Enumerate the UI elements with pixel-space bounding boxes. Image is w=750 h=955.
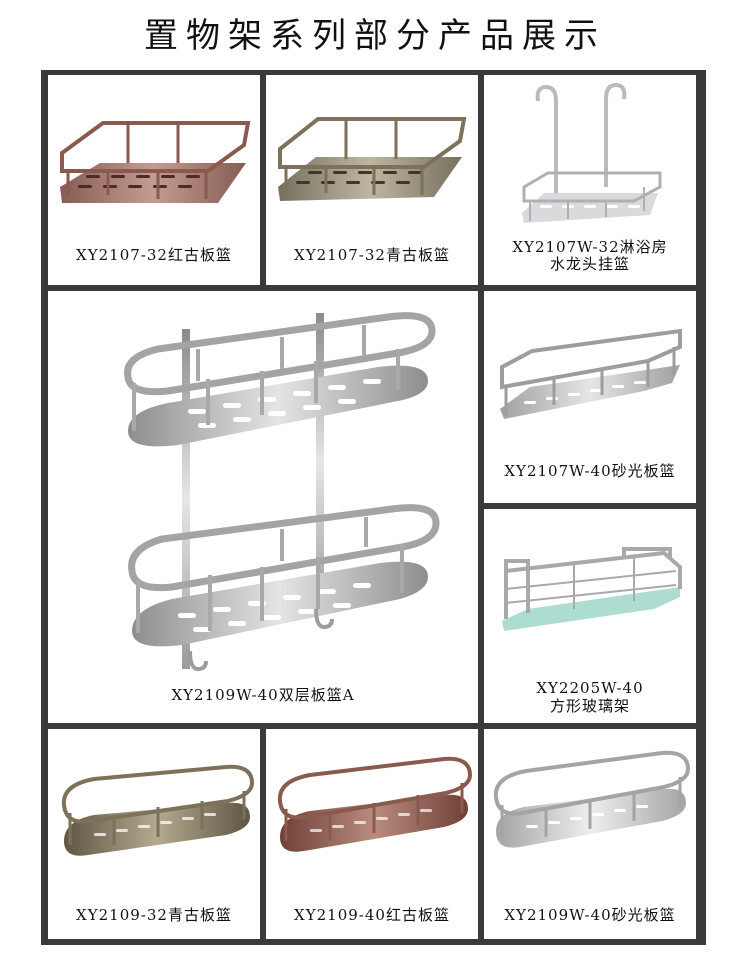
product-caption-line1: XY2107W-32淋浴房 bbox=[512, 238, 668, 256]
red-antique-oval-basket-image bbox=[277, 756, 473, 852]
product-card[interactable]: XY2109W-40双层板篮A bbox=[48, 291, 478, 723]
red-antique-basket-image bbox=[60, 121, 251, 203]
product-card[interactable]: XY2109-32青古板篮 bbox=[48, 729, 260, 939]
product-card[interactable]: XY2107W-32淋浴房 水龙头挂篮 bbox=[484, 75, 696, 285]
product-card[interactable]: XY2107-32红古板篮 bbox=[48, 75, 260, 285]
product-card[interactable]: XY2107-32青古板篮 bbox=[266, 75, 478, 285]
product-card[interactable]: XY2107W-40砂光板篮 bbox=[484, 291, 696, 503]
product-card[interactable]: XY2109W-40砂光板篮 bbox=[484, 729, 696, 939]
product-caption-line2: 水龙头挂篮 bbox=[549, 255, 630, 273]
product-caption-line2: 方形玻璃架 bbox=[549, 697, 630, 715]
product-caption: XY2107-32青古板篮 bbox=[294, 246, 450, 264]
product-card[interactable]: XY2205W-40 方形玻璃架 bbox=[484, 509, 696, 723]
page-title: 置物架系列部分产品展示 bbox=[144, 16, 606, 56]
green-antique-oval-basket-image bbox=[61, 764, 255, 856]
hanging-shower-basket-image bbox=[522, 82, 662, 223]
green-antique-basket-image bbox=[278, 117, 467, 201]
product-card[interactable]: XY2109-40红古板篮 bbox=[266, 729, 478, 939]
satin-oval-basket-image bbox=[493, 750, 691, 848]
product-caption: XY2109-32青古板篮 bbox=[76, 906, 232, 924]
product-caption: XY2109W-40双层板篮A bbox=[171, 686, 355, 704]
product-caption: XY2109W-40砂光板篮 bbox=[504, 906, 676, 924]
product-caption-line1: XY2205W-40 bbox=[536, 679, 644, 697]
satin-basket-image bbox=[500, 328, 682, 419]
product-grid: XY2107-32红古板篮 XY2107-32青古板篮 XY2107W-32淋浴… bbox=[41, 70, 706, 945]
product-caption: XY2109-40红古板篮 bbox=[294, 906, 450, 924]
double-tier-basket-image bbox=[124, 312, 440, 672]
glass-shelf-image bbox=[502, 547, 682, 631]
product-caption: XY2107W-40砂光板篮 bbox=[504, 462, 676, 480]
product-caption: XY2107-32红古板篮 bbox=[76, 246, 232, 264]
